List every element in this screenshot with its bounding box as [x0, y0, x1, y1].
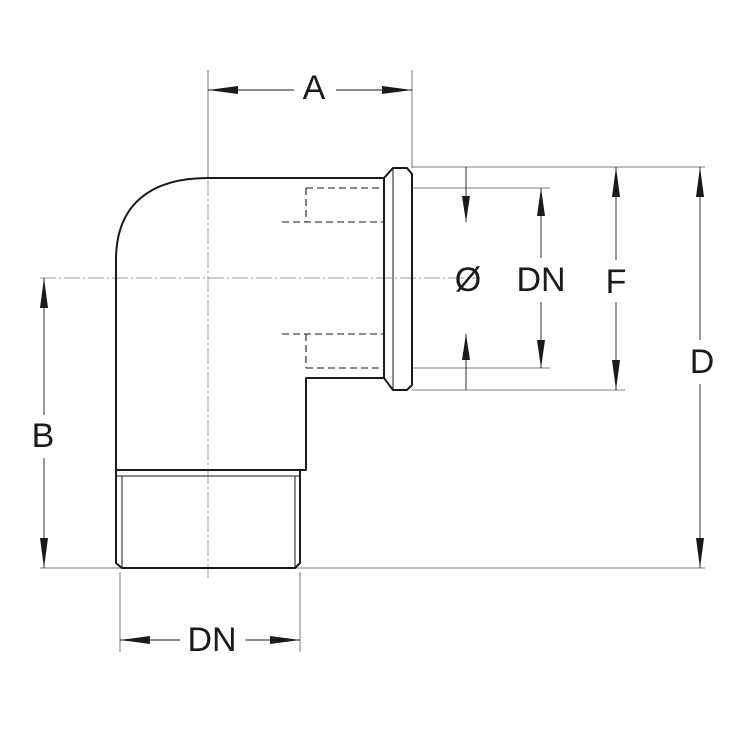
hidden-lines: [282, 187, 384, 369]
dimension-lines: [40, 86, 704, 644]
label-diameter: Ø: [455, 261, 481, 299]
extension-lines: [40, 70, 705, 652]
label-a: A: [303, 69, 326, 107]
label-dn-right: DN: [516, 261, 565, 299]
label-f: F: [606, 263, 627, 301]
center-lines: [40, 180, 480, 578]
dimension-labels: A B Ø DN F D DN: [32, 69, 715, 659]
label-b: B: [32, 417, 55, 455]
elbow-outline: [115, 177, 385, 471]
label-dn-bottom: DN: [187, 621, 236, 659]
label-d: D: [690, 343, 715, 381]
fitting-body: [115, 167, 413, 569]
flange-outline: [383, 167, 413, 391]
